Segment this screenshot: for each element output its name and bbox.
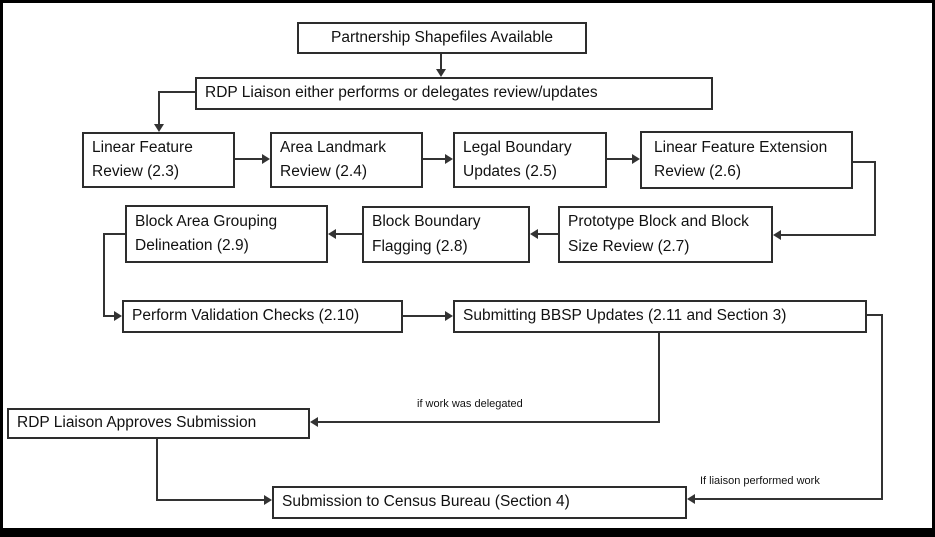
node-perform-validation-checks: Perform Validation Checks (2.10) xyxy=(122,300,403,333)
edge-submitting-to-census-segment xyxy=(694,498,883,500)
edge-extension-to-prototype-segment xyxy=(853,161,876,163)
node-rdp-liaison-approves: RDP Liaison Approves Submission xyxy=(7,408,310,439)
edge-extension-to-prototype-segment xyxy=(874,161,876,236)
edge-submitting-to-census-segment xyxy=(867,314,883,316)
edge-validation-to-submitting-segment xyxy=(403,315,446,317)
node-linear-feature-extension-review: Linear Feature Extension Review (2.6) xyxy=(640,131,853,189)
node-block-area-grouping: Block Area Grouping Delineation (2.9) xyxy=(125,205,328,263)
edge-grouping-to-validation-segment xyxy=(103,315,115,317)
node-block-boundary-flagging: Block Boundary Flagging (2.8) xyxy=(362,206,530,263)
edge-linear-to-landmark-arrowhead-icon xyxy=(262,154,270,164)
node-submission-census-bureau: Submission to Census Bureau (Section 4) xyxy=(272,486,687,519)
edge-prototype-to-flagging-segment xyxy=(536,233,558,235)
edge-approves-to-census-arrowhead-icon xyxy=(264,495,272,505)
edge-liaison-to-linear-feature-segment xyxy=(158,91,160,124)
edge-submitting-to-approves-segment xyxy=(317,421,660,423)
edge-submitting-to-census-segment xyxy=(881,314,883,500)
edge-legal-to-extension-arrowhead-icon xyxy=(632,154,640,164)
edge-landmark-to-legal-arrowhead-icon xyxy=(445,154,453,164)
edge-shapefiles-to-liaison-arrowhead-icon xyxy=(436,69,446,77)
edge-prototype-to-flagging-arrowhead-icon xyxy=(530,229,538,239)
edge-liaison-to-linear-feature-segment xyxy=(158,91,195,93)
edge-extension-to-prototype-segment xyxy=(781,234,876,236)
edge-label-delegated: if work was delegated xyxy=(417,398,523,410)
edge-grouping-to-validation-segment xyxy=(103,233,127,235)
node-area-landmark-review: Area Landmark Review (2.4) xyxy=(270,132,423,188)
node-prototype-block-review: Prototype Block and Block Size Review (2… xyxy=(558,206,773,263)
edge-label-performed: If liaison performed work xyxy=(700,475,820,487)
edge-flagging-to-grouping-segment xyxy=(334,233,362,235)
edge-legal-to-extension-segment xyxy=(607,158,633,160)
edge-submitting-to-census-arrowhead-icon xyxy=(687,494,695,504)
node-legal-boundary-updates: Legal Boundary Updates (2.5) xyxy=(453,132,607,188)
edge-grouping-to-validation-segment xyxy=(103,233,105,317)
edge-approves-to-census-segment xyxy=(156,499,266,501)
node-submitting-bbsp-updates: Submitting BBSP Updates (2.11 and Sectio… xyxy=(453,300,867,333)
node-partnership-shapefiles: Partnership Shapefiles Available xyxy=(297,22,587,54)
edge-extension-to-prototype-arrowhead-icon xyxy=(773,230,781,240)
edge-flagging-to-grouping-arrowhead-icon xyxy=(328,229,336,239)
edge-landmark-to-legal-segment xyxy=(423,158,446,160)
edge-grouping-to-validation-arrowhead-icon xyxy=(114,311,122,321)
edge-shapefiles-to-liaison-segment xyxy=(440,54,442,70)
edge-liaison-to-linear-feature-arrowhead-icon xyxy=(154,124,164,132)
edge-submitting-to-approves-segment xyxy=(658,333,660,423)
node-rdp-liaison-review: RDP Liaison either performs or delegates… xyxy=(195,77,713,110)
edge-approves-to-census-segment xyxy=(156,439,158,501)
edge-validation-to-submitting-arrowhead-icon xyxy=(445,311,453,321)
edge-submitting-to-approves-arrowhead-icon xyxy=(310,417,318,427)
node-linear-feature-review: Linear Feature Review (2.3) xyxy=(82,132,235,188)
edge-linear-to-landmark-segment xyxy=(235,158,263,160)
